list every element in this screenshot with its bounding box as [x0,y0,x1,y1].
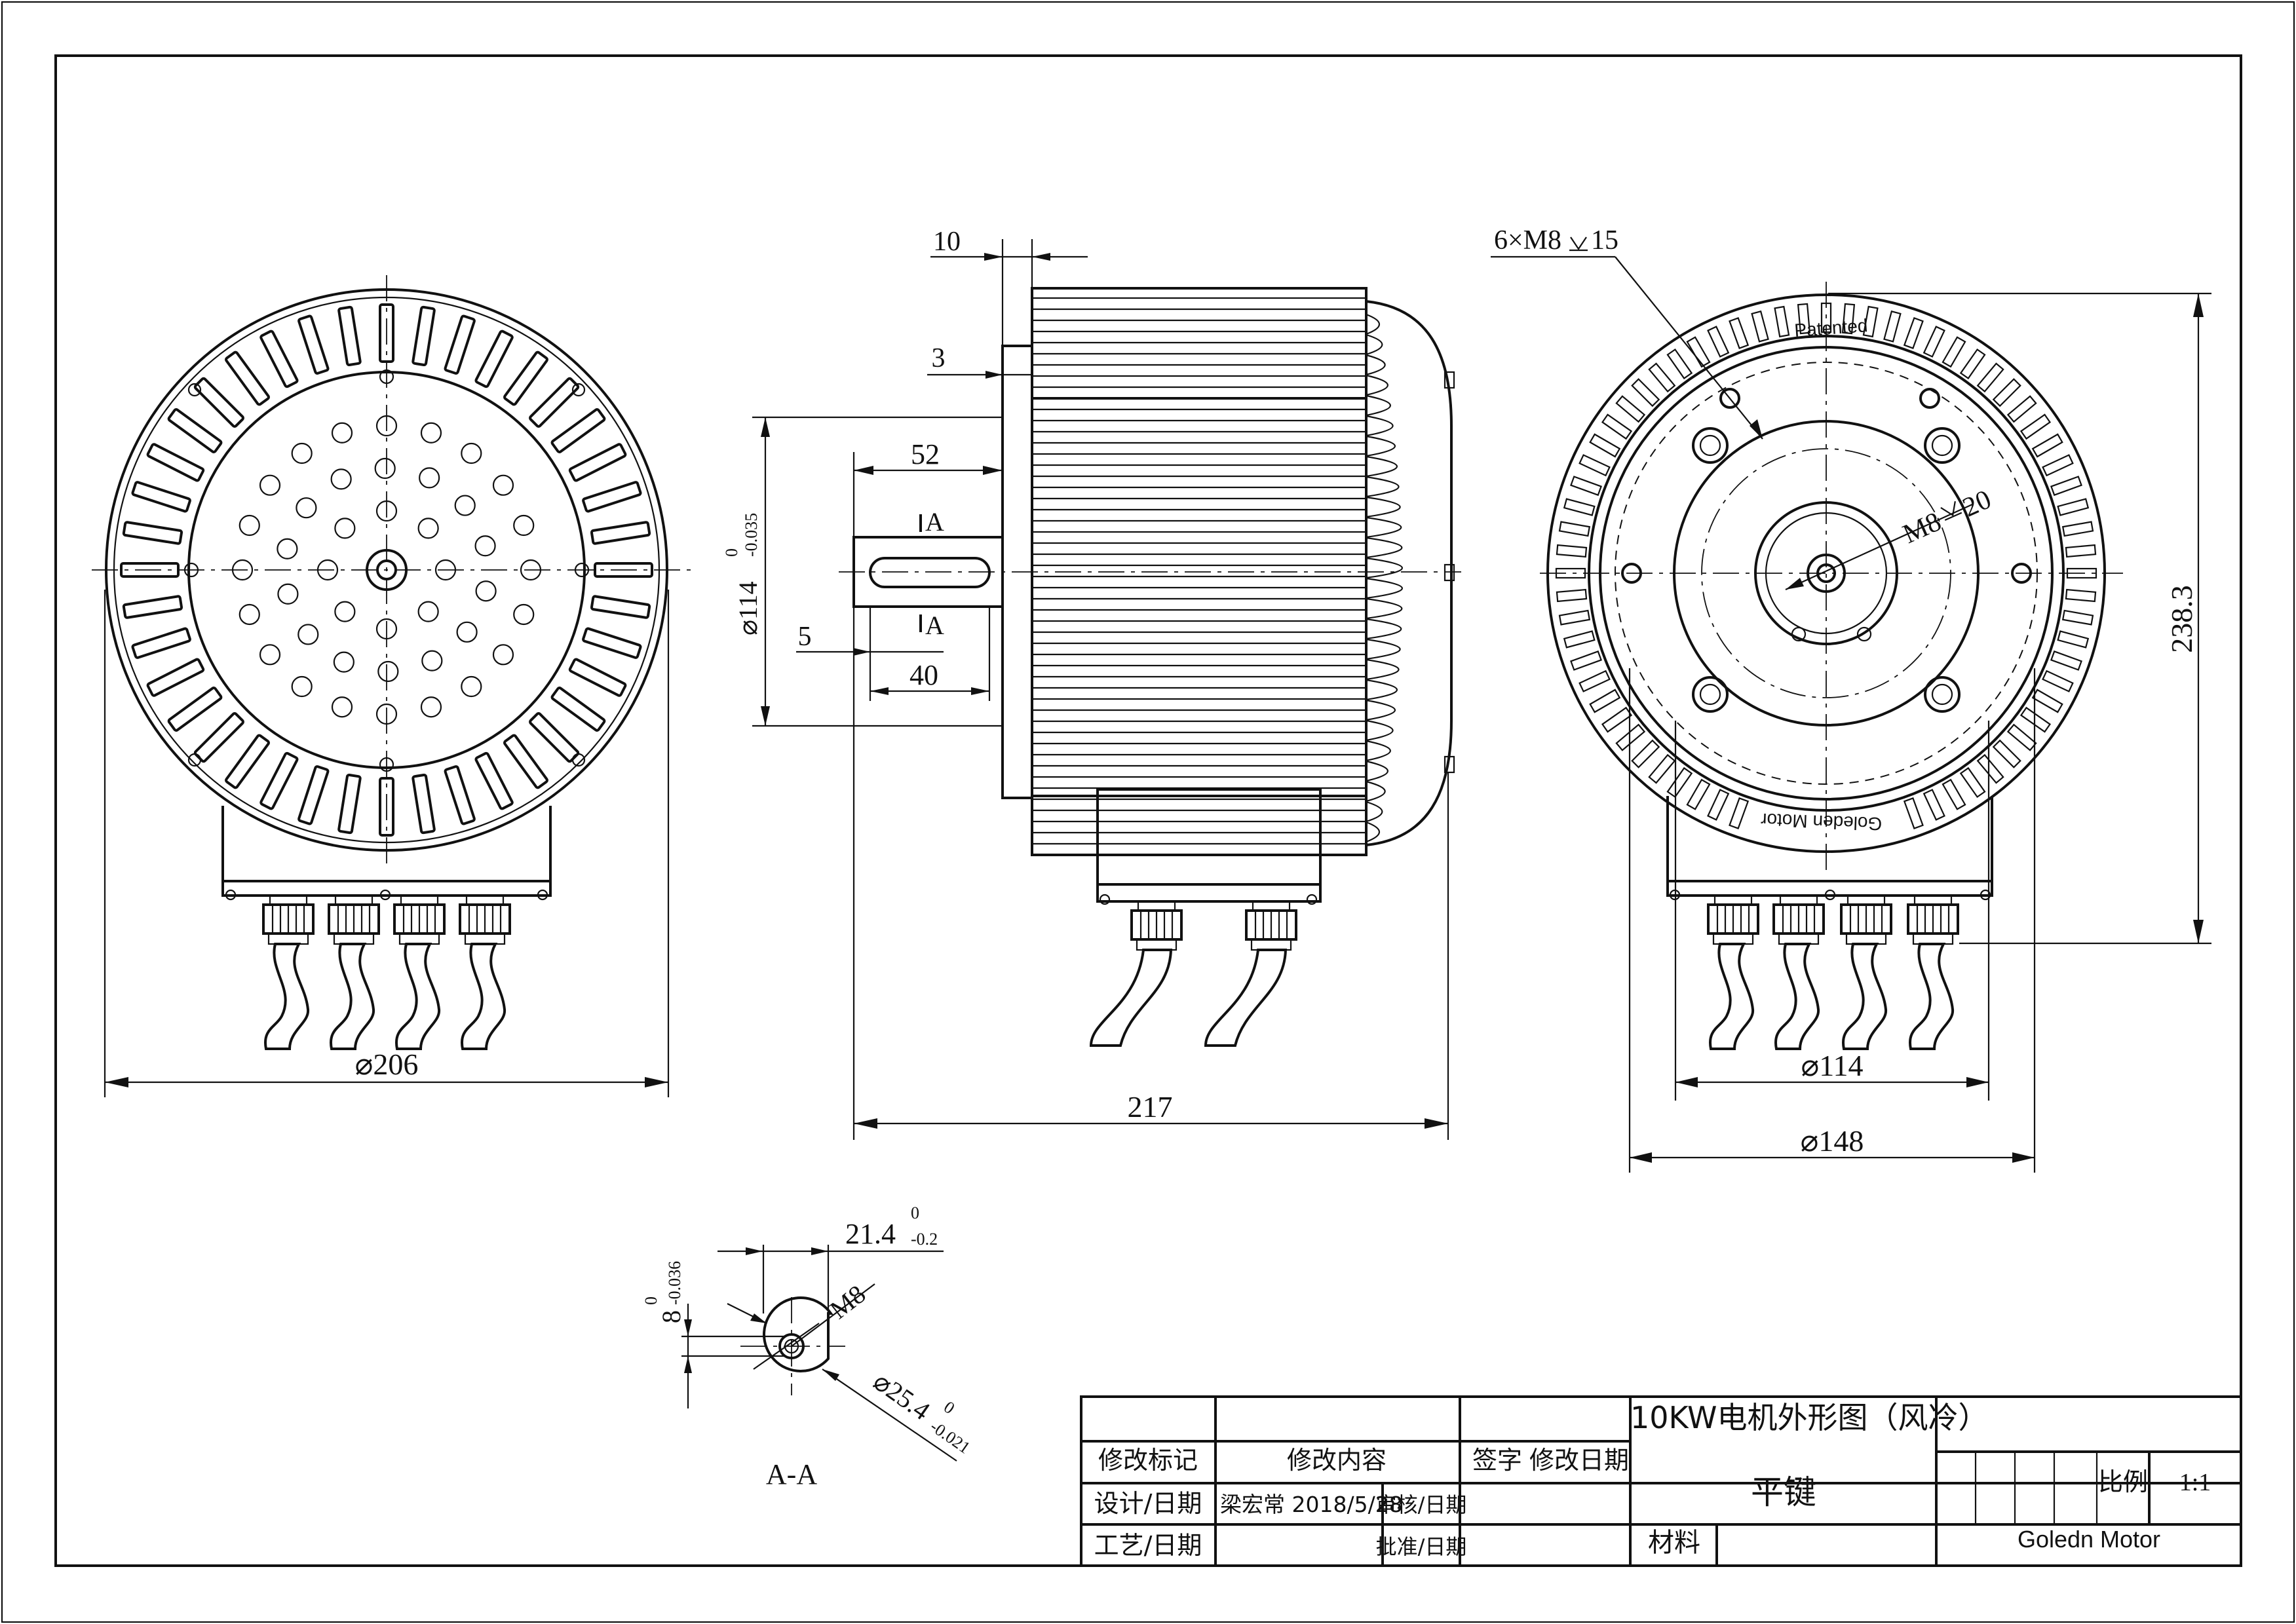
vent-holes [231,415,542,725]
dim-key-height-tol-lower: -0.2 [911,1230,938,1249]
dim-key-offset: 5 [798,622,812,652]
rear-view: Patented Goleden Motor [1540,282,2123,1050]
bolt-holes [1621,388,2032,713]
dim-key-length: 40 [909,659,938,691]
cooling-teeth [1555,302,2097,829]
dim-flange-offset: 10 [933,227,961,257]
designer-entry: 梁宏常 2018/5/28 [1220,1492,1403,1517]
bolt-holes-label: 6×M8 [1494,225,1561,255]
dim-key-height-tol-upper: 0 [911,1203,919,1222]
cable-glands [1089,900,1297,1047]
material-label: 材料 [1648,1528,1700,1558]
scale-value: 1:1 [2179,1469,2211,1496]
drawing-title: 10KW电机外形图（风冷） [1630,1400,1989,1435]
rear-dimensions: 6×M8 15 M8 20 238.3 ⌀114 ⌀148 [1491,225,2211,1173]
signature-header: 签字 [1472,1446,1522,1475]
scale-label: 比例 [2098,1467,2148,1496]
process-date-label: 工艺/日期 [1094,1531,1202,1560]
section-marker-bottom: A [925,611,944,640]
section-marker-top: A [925,507,944,537]
review-date-label: 审核/日期 [1376,1492,1467,1517]
dim-shaft-dia-tol-lower: -0.021 [927,1417,974,1458]
side-view [839,287,1461,1047]
side-dimensions: 10 3 52 A A 5 40 ⌀114 0 [722,227,1449,1140]
revision-date-header: 修改日期 [1529,1446,1629,1475]
center-depth-label: 20 [1959,484,1996,523]
design-date-label: 设计/日期 [1094,1489,1202,1518]
dim-key-width-tol-lower: -0.036 [665,1261,684,1305]
section-title: A-A [766,1458,817,1490]
company-name: Goledn Motor [2018,1526,2160,1553]
section-a-a: 21.4 0 -0.2 8 0 -0.036 M8 ⌀25.4 0 -0.021… [641,1203,974,1490]
cooling-slots [120,303,653,837]
dim-rear-height: 238.3 [2165,585,2198,653]
section-thread-label: M8 [824,1279,871,1325]
dim-rear-pcd: ⌀114 [1801,1049,1864,1082]
bolt-depth-label: 15 [1591,225,1618,255]
dim-shaft-length: 52 [911,438,940,470]
fan-shroud-lines [1366,313,1403,843]
part-name: 平键 [1751,1473,1816,1511]
dim-side-length: 217 [1128,1090,1173,1124]
front-dimension: ⌀206 [104,590,670,1097]
revision-content-header: 修改内容 [1287,1446,1387,1475]
dim-key-width-tol-upper: 0 [641,1296,660,1305]
cable-glands [1707,894,1959,1050]
dim-rear-diameter: ⌀148 [1801,1124,1864,1158]
dim-shaft-dia-tol-upper: 0 [940,1397,958,1418]
dim-shaft-diameter: ⌀25.4 [868,1367,936,1426]
dim-pilot-diameter: ⌀114 [733,581,763,635]
cable-glands [262,894,511,1050]
cooling-fins [1032,297,1366,845]
brand-stamp: Goleden Motor [1761,810,1883,834]
dim-key-width: 8 [657,1310,686,1323]
dim-key-height: 21.4 [845,1218,896,1250]
dim-flange-thickness: 3 [932,343,946,373]
center-thread-label: M8 [1898,506,1945,550]
front-view [92,275,695,1050]
revision-mark-header: 修改标记 [1098,1446,1198,1475]
dim-front-diameter: ⌀206 [355,1048,419,1081]
approve-date-label: 批准/日期 [1376,1534,1467,1559]
title-block: 修改标记 修改内容 签字 修改日期 设计/日期 梁宏常 2018/5/28 审核… [1080,1395,2242,1567]
dim-pilot-tol-lower: -0.035 [742,513,761,557]
dim-pilot-tol-upper: 0 [722,548,741,557]
